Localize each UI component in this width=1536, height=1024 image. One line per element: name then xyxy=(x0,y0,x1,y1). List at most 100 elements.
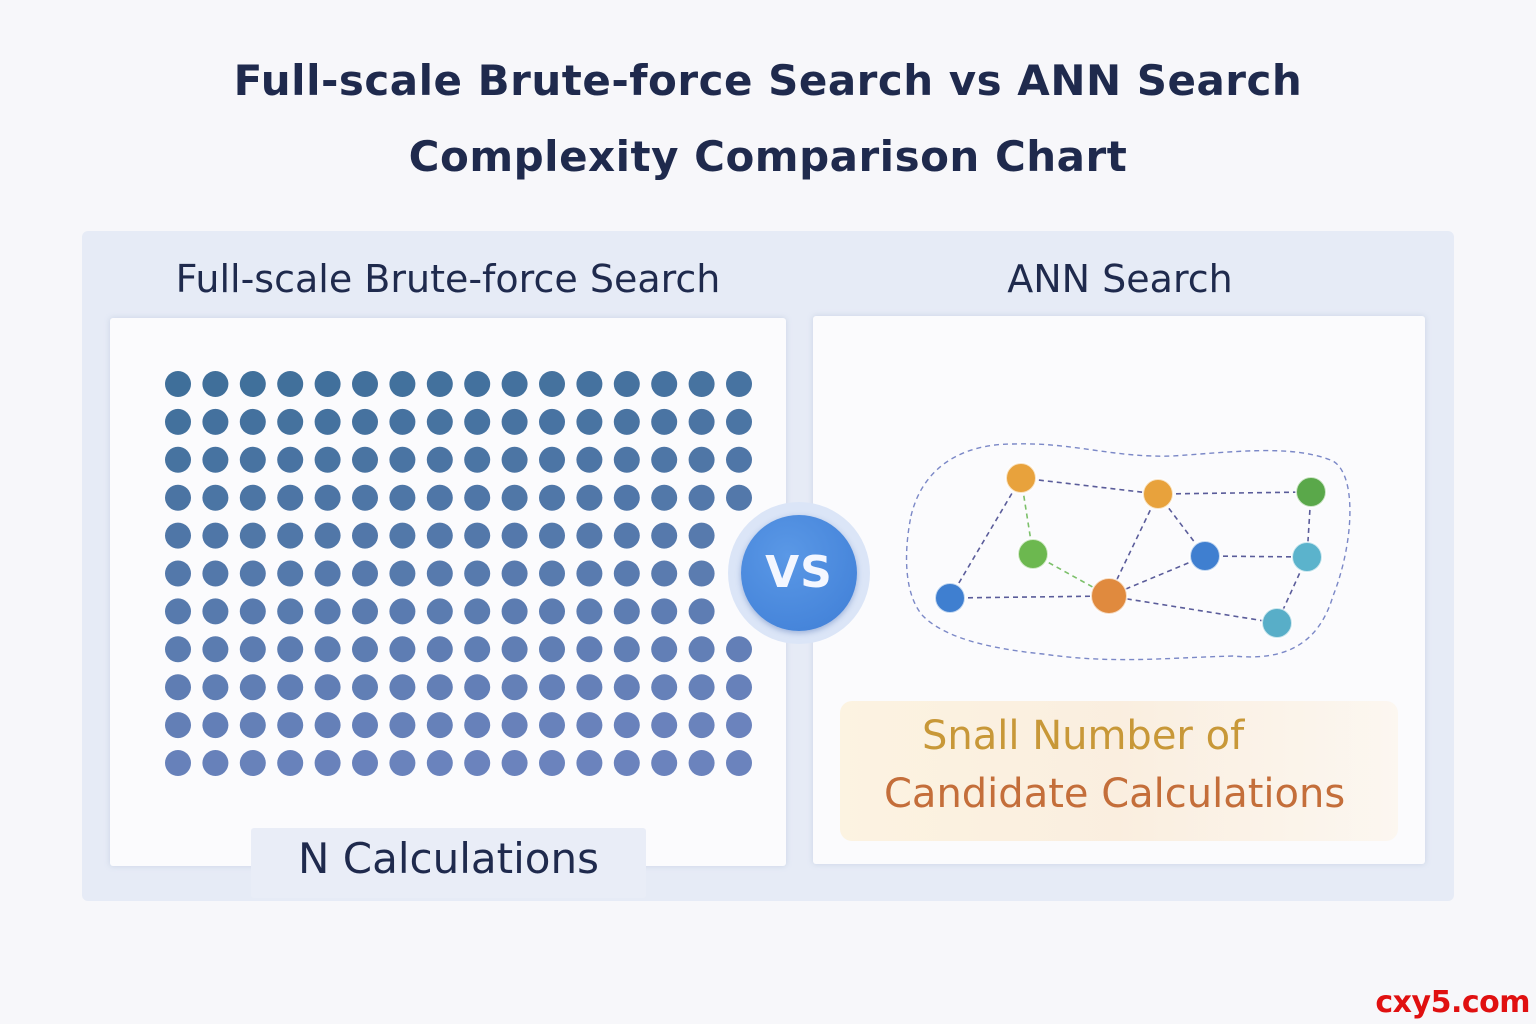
grid-dot xyxy=(613,712,640,739)
grid-dot xyxy=(651,598,678,625)
grid-dot xyxy=(202,446,229,473)
grid-dot xyxy=(688,598,715,625)
grid-dot xyxy=(426,598,453,625)
graph-edge xyxy=(1020,477,1159,495)
grid-dot xyxy=(239,636,266,663)
grid-dot xyxy=(464,484,491,511)
grid-dot xyxy=(277,750,304,776)
grid-dot xyxy=(726,636,752,663)
grid-dot xyxy=(651,484,678,511)
grid-dot xyxy=(576,712,603,739)
grid-dot xyxy=(165,522,191,549)
grid-dot xyxy=(464,750,491,776)
grid-dot xyxy=(165,484,191,511)
grid-dot xyxy=(389,598,416,625)
grid-dot xyxy=(314,560,341,587)
grid-dot xyxy=(389,522,416,549)
grid-dot xyxy=(352,446,378,473)
watermark: cxy5.com xyxy=(1375,985,1530,1020)
brute-force-heading: Full-scale Brute-force Search xyxy=(175,257,721,301)
grid-dot xyxy=(576,750,603,776)
grid-dot xyxy=(501,750,528,776)
grid-dot xyxy=(726,712,752,739)
grid-dot xyxy=(314,371,341,397)
grid-dot xyxy=(726,371,752,397)
grid-dot xyxy=(576,560,603,587)
grid-dot xyxy=(352,712,378,739)
grid-dot xyxy=(165,674,191,701)
grid-dot xyxy=(389,484,416,511)
grid-dot xyxy=(501,446,528,473)
grid-dot xyxy=(539,560,565,587)
grid-dot xyxy=(576,484,603,511)
grid-dot xyxy=(726,674,752,701)
grid-dot xyxy=(314,522,341,549)
grid-dot xyxy=(688,446,715,473)
grid-dot xyxy=(202,371,229,397)
grid-dot xyxy=(539,522,565,549)
grid-dot xyxy=(389,371,416,397)
grid-dot xyxy=(202,598,229,625)
grid-dot xyxy=(464,674,491,701)
grid-dot xyxy=(202,522,229,549)
grid-dot xyxy=(613,371,640,397)
grid-dot xyxy=(688,408,715,435)
grid-dot xyxy=(688,712,715,739)
grid-dot xyxy=(539,446,565,473)
grid-dot xyxy=(389,560,416,587)
grid-dot xyxy=(277,598,304,625)
grid-dot xyxy=(613,408,640,435)
graph-node xyxy=(1005,462,1037,494)
grid-dot xyxy=(501,522,528,549)
graph-node xyxy=(1295,476,1327,508)
grid-dot xyxy=(426,674,453,701)
grid-dot xyxy=(539,408,565,435)
candidate-calculations-label-box: Snall Number of Candidate Calculations xyxy=(840,701,1398,841)
grid-dot xyxy=(239,750,266,776)
grid-dot xyxy=(277,408,304,435)
grid-dot xyxy=(389,446,416,473)
grid-dot xyxy=(202,712,229,739)
grid-dot xyxy=(688,560,715,587)
grid-dot xyxy=(426,712,453,739)
graph-node xyxy=(1142,478,1174,510)
grid-dot xyxy=(576,446,603,473)
grid-dot xyxy=(539,484,565,511)
grid-dot xyxy=(576,522,603,549)
grid-dot xyxy=(426,750,453,776)
graph-node xyxy=(1090,577,1128,615)
grid-dot xyxy=(352,750,378,776)
grid-dot xyxy=(314,446,341,473)
grid-dot xyxy=(688,674,715,701)
grid-dot xyxy=(651,636,678,663)
grid-dot xyxy=(501,408,528,435)
grid-dot xyxy=(239,712,266,739)
grid-dot xyxy=(239,484,266,511)
vs-circle: VS xyxy=(741,515,857,631)
grid-dot xyxy=(202,408,229,435)
grid-dot xyxy=(352,598,378,625)
grid-dot xyxy=(202,750,229,776)
grid-dot xyxy=(501,636,528,663)
vs-label: VS xyxy=(765,547,833,598)
grid-dot xyxy=(314,484,341,511)
grid-dot xyxy=(389,636,416,663)
grid-dot xyxy=(501,674,528,701)
grid-dot xyxy=(389,674,416,701)
grid-dot xyxy=(277,712,304,739)
grid-dot xyxy=(576,674,603,701)
graph-edge xyxy=(949,477,1022,599)
grid-dot xyxy=(539,674,565,701)
grid-dot xyxy=(651,408,678,435)
graph-node xyxy=(1017,538,1049,570)
grid-dot xyxy=(651,371,678,397)
grid-dot xyxy=(613,560,640,587)
grid-dot xyxy=(389,712,416,739)
grid-dot xyxy=(314,598,341,625)
grid-dot xyxy=(314,408,341,435)
grid-dot xyxy=(464,446,491,473)
grid-dot xyxy=(576,408,603,435)
grid-dot xyxy=(464,598,491,625)
grid-dot xyxy=(726,484,752,511)
page-subtitle: Complexity Comparison Chart xyxy=(408,132,1128,181)
